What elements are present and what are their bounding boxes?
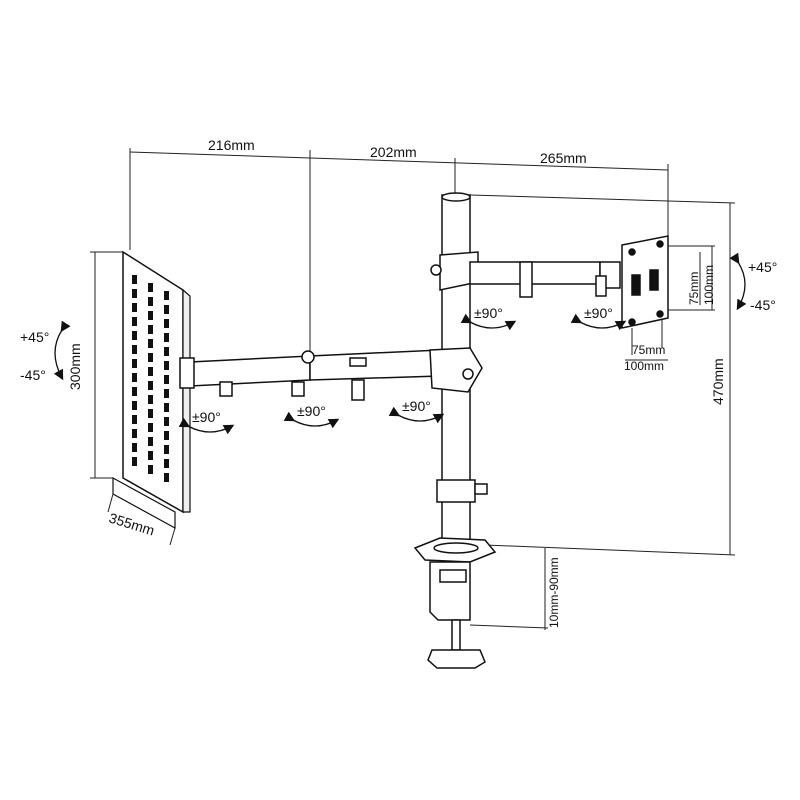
swivel-label-tray: ±90° xyxy=(192,409,221,425)
dim-vesa-100-vertical: 100mm xyxy=(702,265,716,305)
tray-slot xyxy=(132,317,137,326)
tray-slot xyxy=(164,431,169,440)
tray-slot xyxy=(148,409,153,418)
swivel-arrow-icon xyxy=(570,313,627,331)
tray-slot xyxy=(148,465,153,474)
swivel-arrow-icon xyxy=(460,313,517,331)
tray-slot xyxy=(132,303,137,312)
clamp-dimension-lines xyxy=(469,548,549,630)
swivel-label-pole-lower: ±90° xyxy=(402,398,431,414)
vesa-dimension-lines xyxy=(625,245,715,361)
tray-slot xyxy=(148,297,153,306)
lower-arm xyxy=(179,347,483,401)
tray-slot xyxy=(132,429,137,438)
tray-slot xyxy=(132,443,137,452)
tray-slot xyxy=(132,415,137,424)
tray-slot xyxy=(164,375,169,384)
desk-clamp xyxy=(413,537,497,669)
tray-slot xyxy=(132,359,137,368)
tray-slot xyxy=(148,325,153,334)
tray-slot xyxy=(164,361,169,370)
tray-slot xyxy=(148,423,153,432)
tray-slot xyxy=(132,289,137,298)
tray-slot xyxy=(132,457,137,466)
vesa-plate xyxy=(621,235,669,329)
dim-202: 202mm xyxy=(370,144,417,160)
swivel-label-pole-upper: ±90° xyxy=(474,305,503,321)
tray-slot xyxy=(132,387,137,396)
dim-470: 470mm xyxy=(710,358,726,405)
swivel-arrow-icon xyxy=(388,406,445,424)
dim-300: 300mm xyxy=(67,343,83,390)
dim-216: 216mm xyxy=(208,137,255,153)
tray-slot xyxy=(164,403,169,412)
tray-tilt-arrow-icon xyxy=(53,320,71,381)
tray-slot xyxy=(164,445,169,454)
tray-slot xyxy=(148,437,153,446)
tray-slot xyxy=(148,451,153,460)
swivel-arrow-icon xyxy=(283,411,340,429)
tray-slot xyxy=(148,339,153,348)
height-dimension-lines xyxy=(469,194,736,556)
tray-slot xyxy=(148,283,153,292)
dim-vesa-75-horizontal: 75mm xyxy=(632,343,665,357)
upper-arm xyxy=(430,251,621,298)
tray-slot xyxy=(148,381,153,390)
top-dimension-lines xyxy=(129,148,669,358)
monitor-tilt-down-label: -45° xyxy=(750,297,776,313)
dim-265: 265mm xyxy=(540,150,587,166)
tray-slot xyxy=(164,417,169,426)
tray-tilt-down-label: -45° xyxy=(20,367,46,383)
tray-slot xyxy=(164,459,169,468)
monitor-tilt-arrow-icon xyxy=(729,252,747,311)
swivel-label-elbow: ±90° xyxy=(297,403,326,419)
tray-slot xyxy=(132,275,137,284)
tray-slot xyxy=(148,353,153,362)
tray-slot xyxy=(132,345,137,354)
tray-slot xyxy=(164,319,169,328)
monitor-tilt-up-label: +45° xyxy=(748,259,777,275)
tray-slot xyxy=(164,305,169,314)
dim-clamp-range: 10mm-90mm xyxy=(547,557,561,628)
tray-slot xyxy=(164,291,169,300)
tray-slot xyxy=(148,367,153,376)
tray-slot xyxy=(132,401,137,410)
tray-slot xyxy=(148,395,153,404)
tray-slot xyxy=(164,347,169,356)
tray-slot xyxy=(164,333,169,342)
tray-slot xyxy=(132,373,137,382)
tray-slot xyxy=(132,331,137,340)
tray-slot xyxy=(164,473,169,482)
tray-slot xyxy=(148,311,153,320)
tray-dimension-lines xyxy=(90,251,176,546)
dim-vesa-100-horizontal: 100mm xyxy=(624,359,664,373)
swivel-label-vesa: ±90° xyxy=(584,305,613,321)
tray-tilt-up-label: +45° xyxy=(20,329,49,345)
swivel-arrow-icon xyxy=(178,417,235,435)
tray-vent-slots xyxy=(132,275,169,482)
tray-slot xyxy=(164,389,169,398)
dim-vesa-75-vertical: 75mm xyxy=(687,272,701,305)
